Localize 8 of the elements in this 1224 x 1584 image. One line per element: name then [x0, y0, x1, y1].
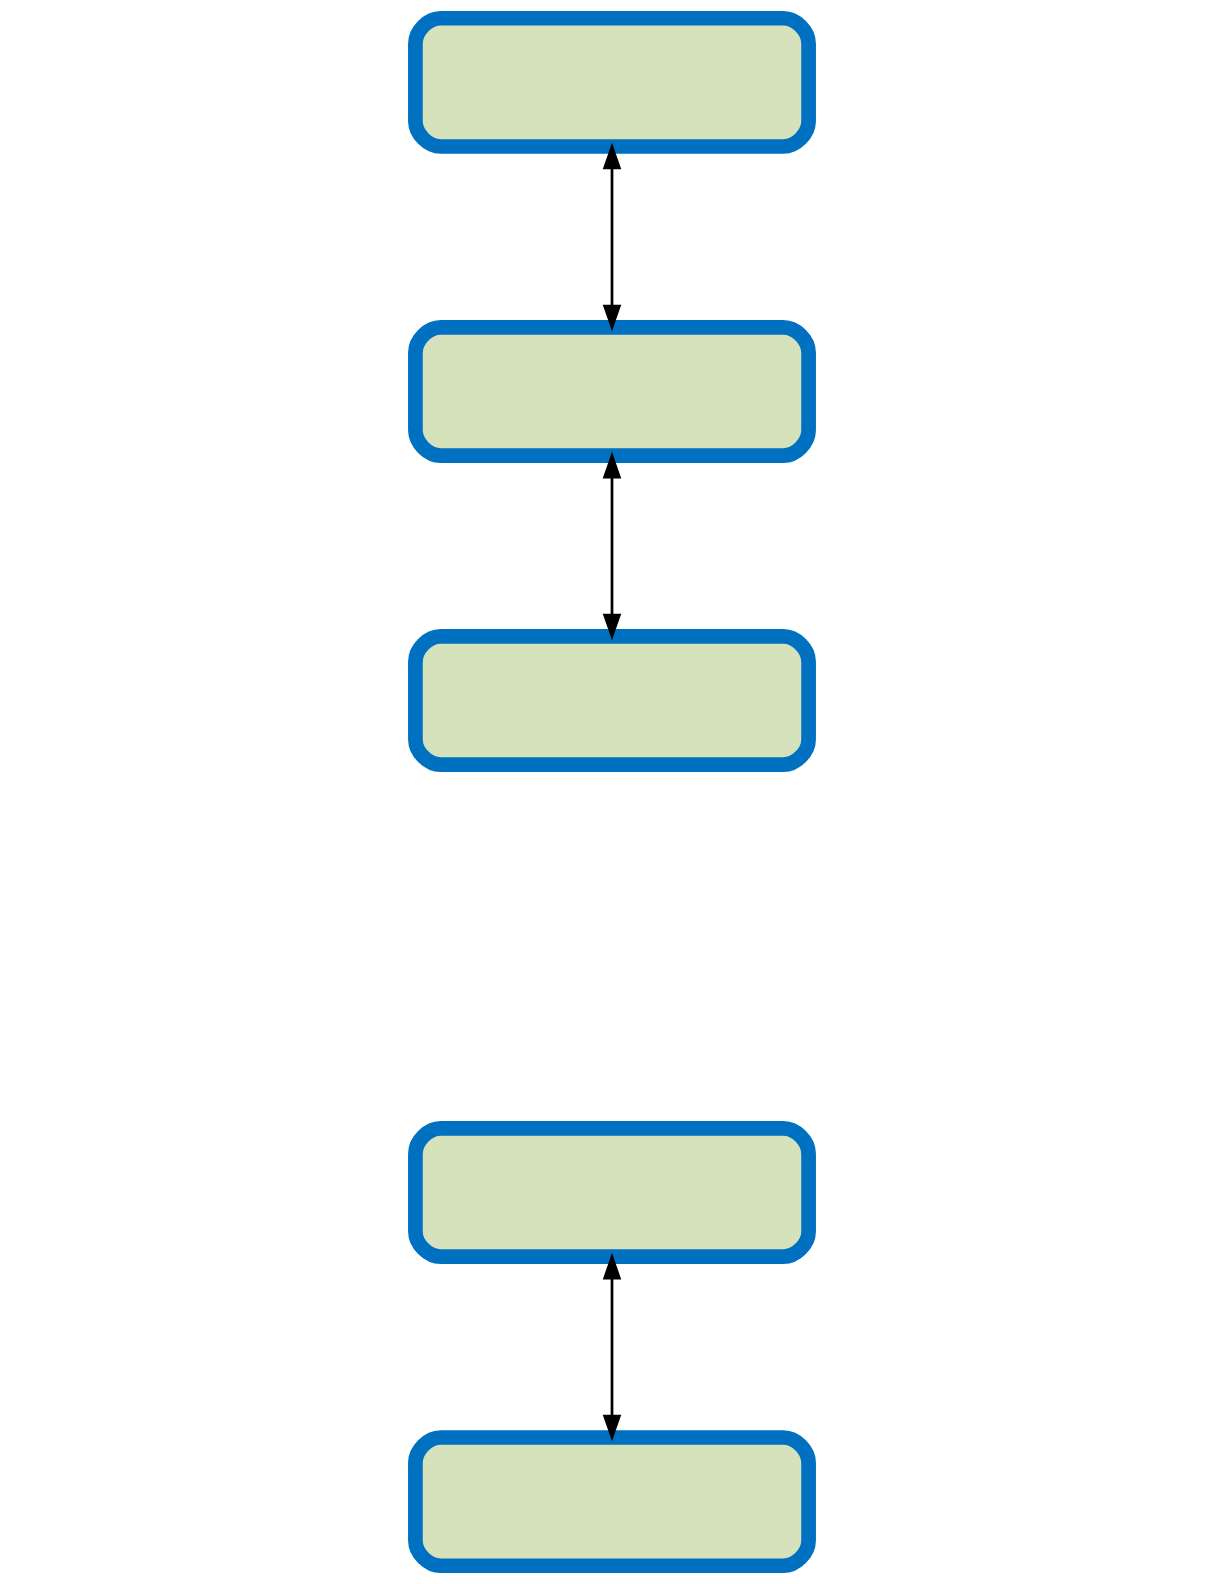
node-box	[408, 1121, 816, 1265]
node-box	[408, 629, 816, 773]
arrow	[602, 142, 622, 332]
node-box	[408, 319, 816, 463]
node-box	[408, 1430, 816, 1574]
arrow	[602, 451, 622, 641]
node-box	[408, 10, 816, 154]
arrow	[602, 1252, 622, 1442]
